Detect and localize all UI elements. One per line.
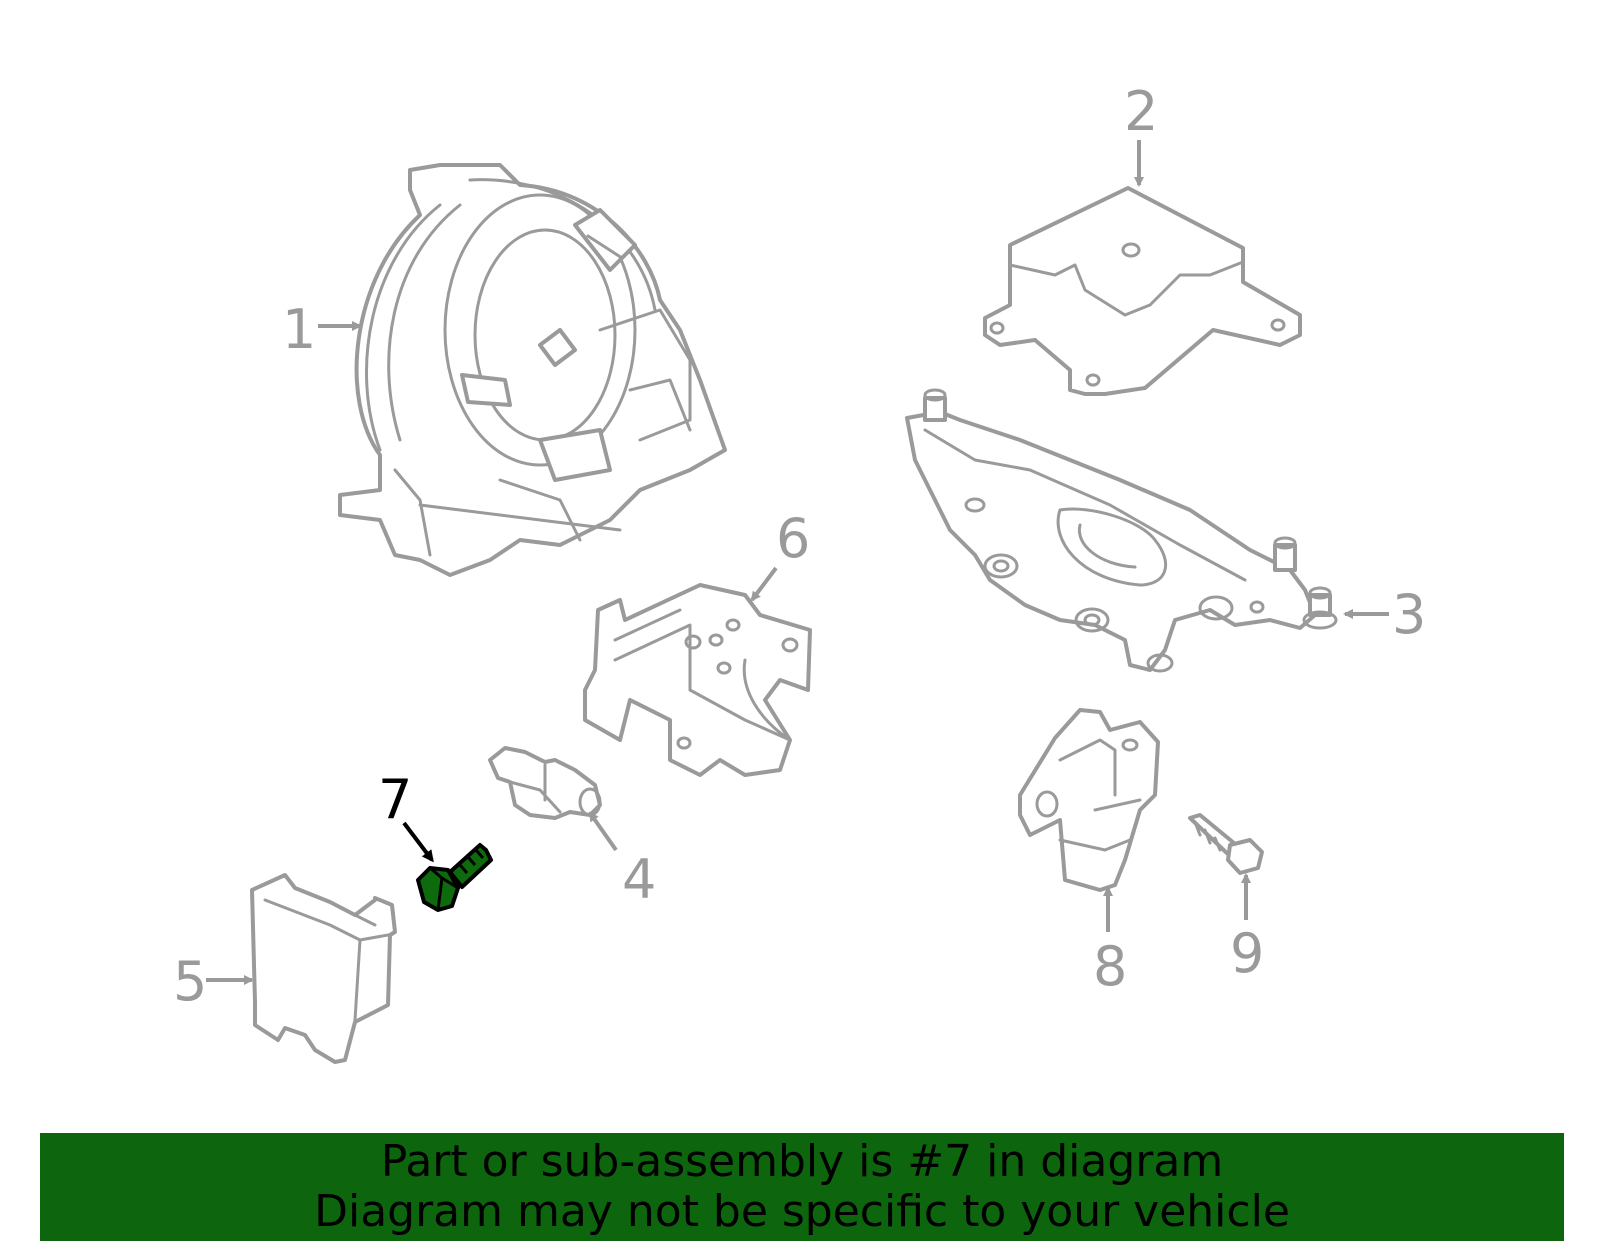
callout-5: 5 bbox=[173, 950, 207, 1013]
part-5-sensor-module bbox=[250, 873, 397, 1064]
leader-4 bbox=[588, 811, 618, 852]
banner-line-2: Diagram may not be specific to your vehi… bbox=[314, 1186, 1290, 1237]
part-7-bolt-highlighted bbox=[416, 843, 493, 912]
callout-3: 3 bbox=[1392, 583, 1426, 646]
callout-4: 4 bbox=[622, 848, 656, 911]
part-3-module-bracket bbox=[905, 388, 1338, 673]
callout-6: 6 bbox=[776, 507, 810, 570]
parts-diagram: 1 2 3 4 5 6 7 8 9 bbox=[173, 80, 1426, 1064]
callout-9: 9 bbox=[1230, 922, 1264, 985]
leader-6 bbox=[750, 566, 778, 602]
leader-7 bbox=[402, 821, 434, 863]
part-6-sensor-bracket bbox=[583, 583, 812, 777]
callout-2: 2 bbox=[1124, 80, 1158, 143]
banner-line-1: Part or sub-assembly is #7 in diagram bbox=[380, 1136, 1224, 1187]
callout-7: 7 bbox=[378, 768, 412, 831]
info-banner: Part or sub-assembly is #7 in diagram Di… bbox=[40, 1133, 1564, 1241]
part-4-impact-sensor bbox=[488, 746, 602, 820]
part-1-clockspring bbox=[338, 163, 727, 577]
callout-1: 1 bbox=[282, 298, 316, 361]
callout-8: 8 bbox=[1093, 935, 1127, 998]
part-2-control-module bbox=[983, 186, 1302, 396]
part-9-bolt bbox=[1188, 813, 1264, 875]
part-8-side-sensor bbox=[1018, 708, 1160, 892]
